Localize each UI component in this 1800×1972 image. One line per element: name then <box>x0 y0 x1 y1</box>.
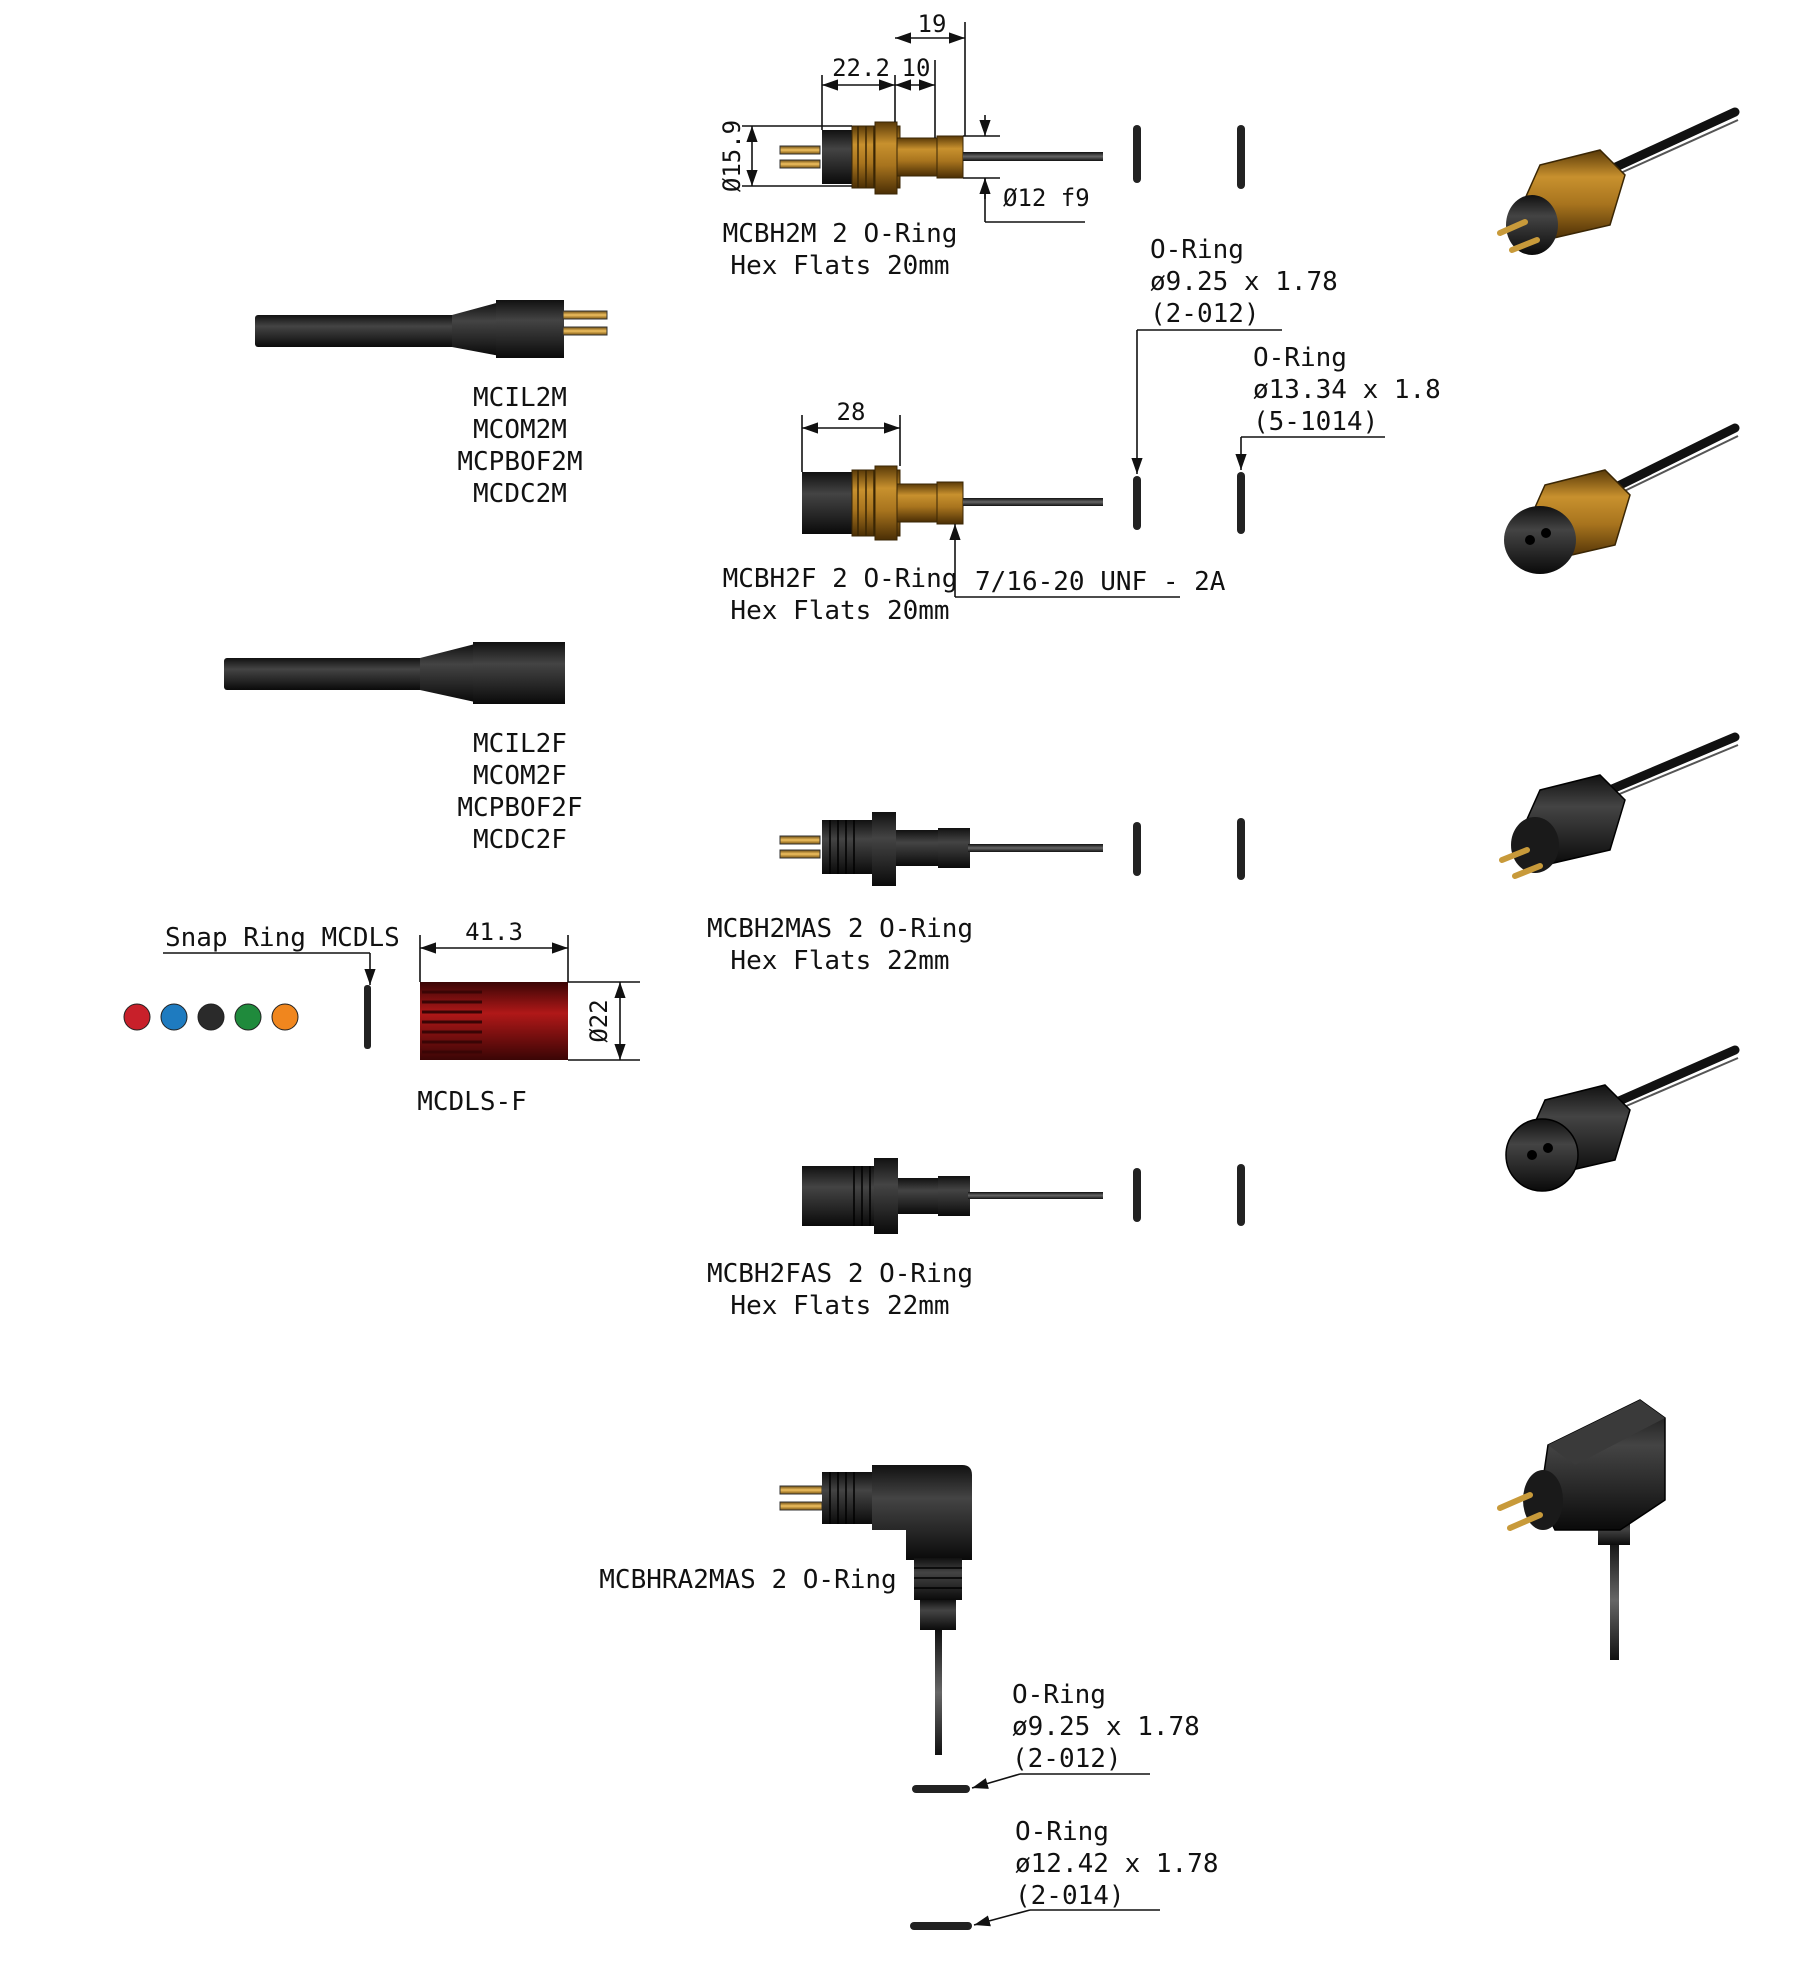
oring-1-title: O-Ring <box>1150 235 1244 265</box>
mcbh2f-dimensions <box>801 415 1180 598</box>
color-swatch <box>160 1003 188 1031</box>
mcbh2f-connector <box>802 465 1103 541</box>
female-inline-cable <box>224 642 565 704</box>
oring-3-title: O-Ring <box>1012 1680 1106 1710</box>
oring-row3-a <box>1133 822 1141 876</box>
oring-2-title: O-Ring <box>1253 343 1347 373</box>
snap-ring-label: Snap Ring MCDLS <box>165 923 400 953</box>
oring-row2-a <box>1133 476 1141 530</box>
oring-row2-b <box>1237 472 1245 534</box>
mcdls-f-cap <box>420 982 568 1060</box>
mcbh2m-hex-label: Hex Flats 20mm <box>730 251 949 281</box>
oring-4-size: ø12.42 x 1.78 <box>1015 1849 1219 1879</box>
female-cable-label-3: MCPBOF2F <box>457 793 582 823</box>
oring-row5-a <box>912 1785 970 1793</box>
male-cable-label-4: MCDC2M <box>473 479 567 509</box>
dim-dia-12-f9: Ø12 f9 <box>1003 184 1090 212</box>
dim-22-2: 22.2 <box>832 54 890 82</box>
mcbh2fas-connector <box>802 1158 1103 1234</box>
iso-mcbh2m-render <box>1497 107 1740 255</box>
oring-2-size: ø13.34 x 1.8 <box>1253 375 1441 405</box>
female-cable-label-2: MCOM2F <box>473 761 567 791</box>
male-cable-label-2: MCOM2M <box>473 415 567 445</box>
mcbh2fas-hex-label: Hex Flats 22mm <box>730 1291 949 1321</box>
female-cable-label-4: MCDC2F <box>473 825 567 855</box>
oring-row5-b <box>910 1922 972 1930</box>
mcbh2m-label: MCBH2M 2 O-Ring <box>723 219 958 249</box>
color-swatch <box>197 1003 225 1031</box>
snap-ring-leader <box>163 952 376 985</box>
mcdls-f-label: MCDLS-F <box>417 1087 527 1117</box>
mcbh2m-dimensions <box>742 22 1085 223</box>
oring-leaders-row2 <box>1131 329 1385 474</box>
oring-row3-b <box>1237 818 1245 880</box>
mcbhra2mas-connector <box>779 1465 972 1755</box>
iso-mcbhra2mas-render <box>1497 1399 1666 1660</box>
color-swatch <box>234 1003 262 1031</box>
mcbh2m-connector <box>779 121 1103 195</box>
oring-row4-a <box>1133 1168 1141 1222</box>
mcbh2mas-label: MCBH2MAS 2 O-Ring <box>707 914 973 944</box>
oring-row1-a <box>1133 125 1141 183</box>
dim-dia-15-9: Ø15.9 <box>718 120 746 192</box>
mcbh2mas-connector <box>779 812 1103 886</box>
dim-28: 28 <box>837 398 866 426</box>
oring-row4-b <box>1237 1164 1245 1226</box>
color-swatches <box>123 1003 299 1031</box>
iso-mcbh2fas-render <box>1505 1045 1740 1192</box>
male-inline-cable <box>255 300 608 358</box>
oring-1-size: ø9.25 x 1.78 <box>1150 267 1338 297</box>
mcbh2f-hex-label: Hex Flats 20mm <box>730 596 949 626</box>
mcdls-dimensions <box>419 935 640 1061</box>
female-cable-label-1: MCIL2F <box>473 729 567 759</box>
dim-dia-22: Ø22 <box>585 999 613 1042</box>
oring-row1-b <box>1237 125 1245 189</box>
male-cable-label-1: MCIL2M <box>473 383 567 413</box>
mcbh2f-label: MCBH2F 2 O-Ring <box>723 564 958 594</box>
oring-3-code: (2-012) <box>1012 1744 1122 1774</box>
dim-19: 19 <box>918 10 947 38</box>
iso-mcbh2mas-render <box>1499 732 1740 879</box>
snap-ring <box>364 985 371 1049</box>
color-swatch <box>123 1003 151 1031</box>
oring-4-code: (2-014) <box>1015 1881 1125 1911</box>
dim-unf-thread: 7/16-20 UNF - 2A <box>975 567 1226 597</box>
mcbh2fas-label: MCBH2FAS 2 O-Ring <box>707 1259 973 1289</box>
iso-mcbh2f-render <box>1504 423 1740 574</box>
dim-10: 10 <box>902 54 931 82</box>
oring-leaders-row5 <box>971 1773 1160 1927</box>
oring-1-code: (2-012) <box>1150 299 1260 329</box>
male-cable-label-3: MCPBOF2M <box>457 447 582 477</box>
mcbhra2mas-label: MCBHRA2MAS 2 O-Ring <box>599 1565 896 1595</box>
dim-41-3: 41.3 <box>465 918 523 946</box>
oring-4-title: O-Ring <box>1015 1817 1109 1847</box>
oring-2-code: (5-1014) <box>1253 407 1378 437</box>
mcbh2mas-hex-label: Hex Flats 22mm <box>730 946 949 976</box>
color-swatch <box>271 1003 299 1031</box>
oring-3-size: ø9.25 x 1.78 <box>1012 1712 1200 1742</box>
